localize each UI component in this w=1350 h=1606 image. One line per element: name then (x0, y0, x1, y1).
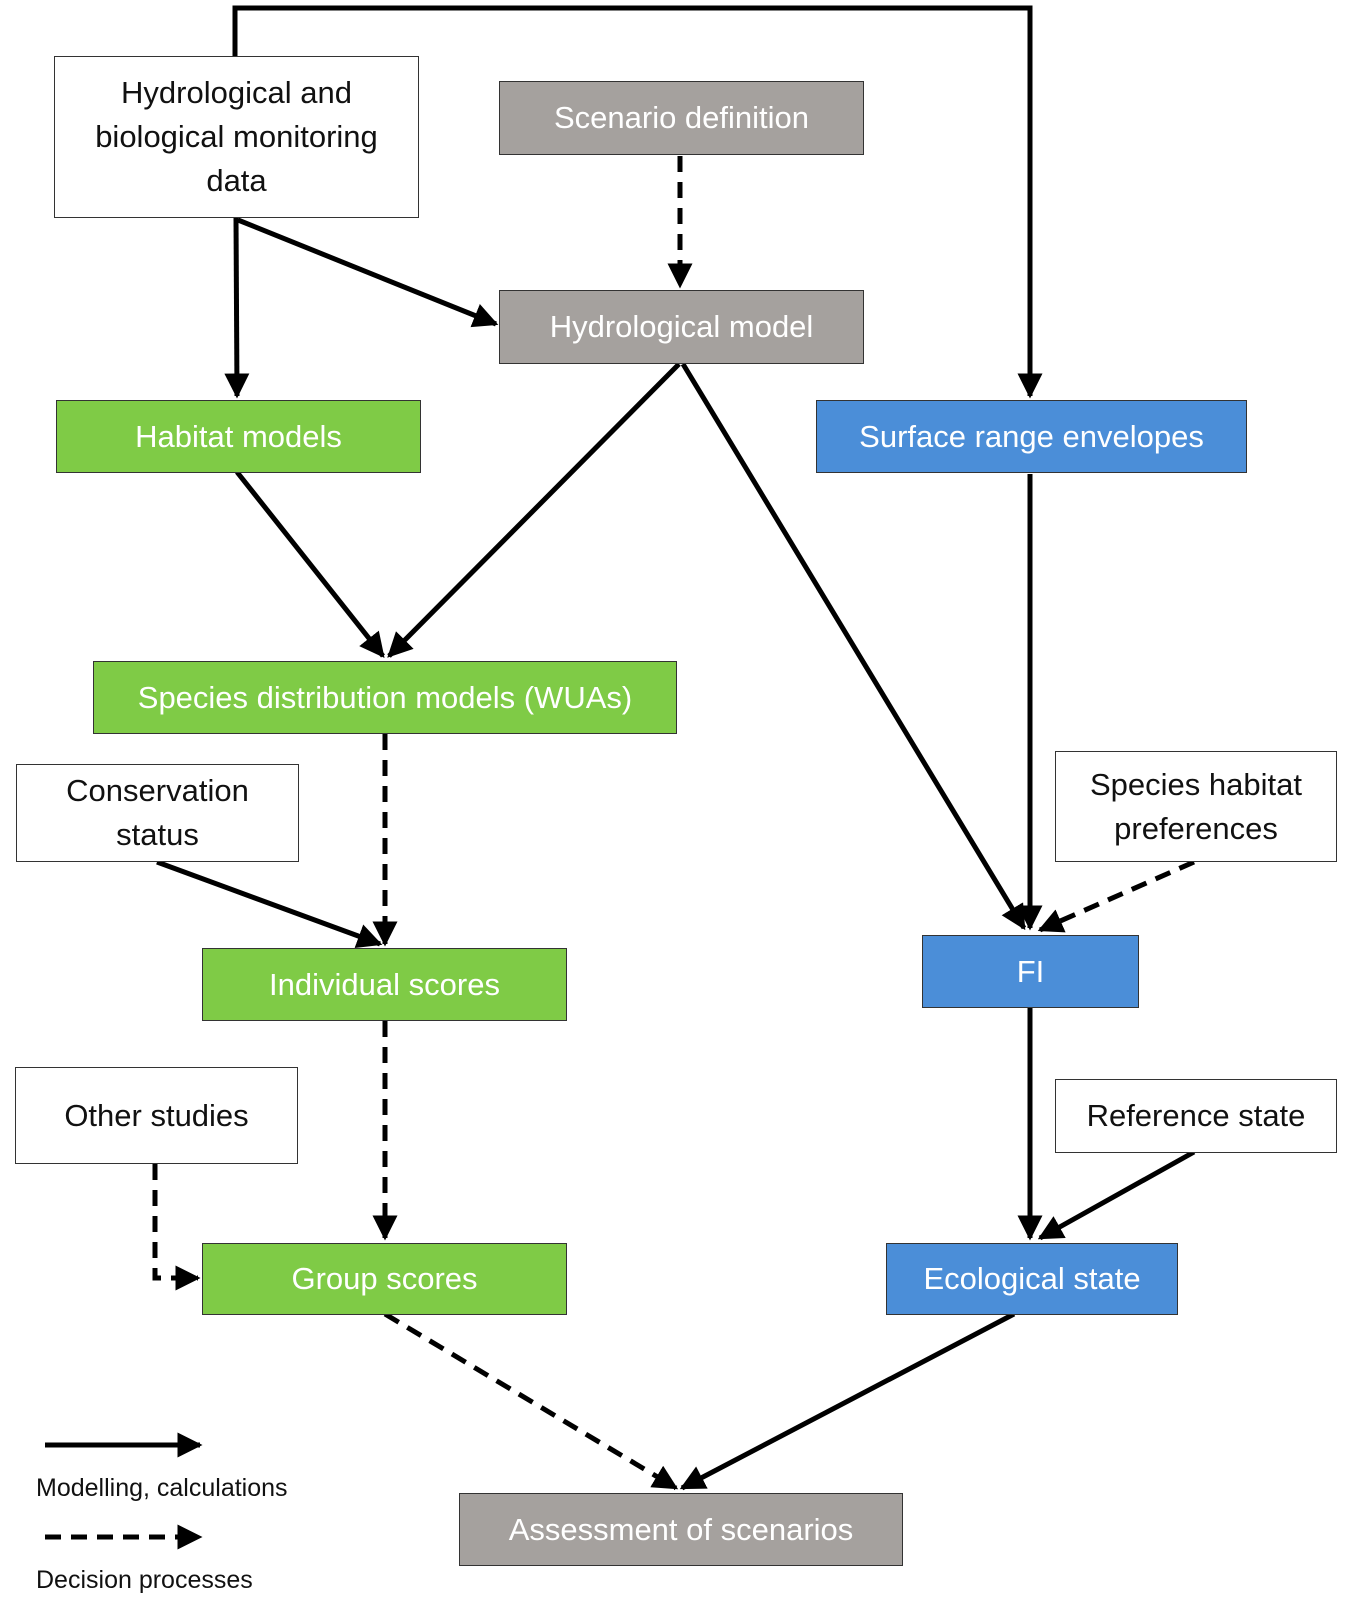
box-species-distribution-models: Species distribution models (WUAs) (93, 661, 677, 734)
box-ecological-state: Ecological state (886, 1243, 1178, 1315)
arrow-preferences-to-fi (1037, 859, 1196, 933)
arrow-group-to-assessment (383, 1311, 679, 1491)
box-fi: FI (922, 935, 1139, 1008)
box-reference-state-label: Reference state (1086, 1098, 1306, 1133)
legend-solid-label: Modelling, calculations (36, 1474, 288, 1502)
box-conservation-status: Conservation status (16, 764, 299, 862)
box-assessment-of-scenarios: Assessment of scenarios (459, 1493, 903, 1566)
box-group-scores: Group scores (202, 1243, 567, 1315)
box-surface-range-envelopes: Surface range envelopes (816, 400, 1247, 473)
box-hydrological-model-label: Hydrological model (549, 309, 814, 344)
box-individual-scores: Individual scores (202, 948, 567, 1021)
box-habitat-models: Habitat models (56, 400, 421, 473)
box-other-studies: Other studies (15, 1067, 298, 1164)
box-monitoring-data-label: Hydrological and biological monitoring d… (95, 75, 378, 198)
box-scenario-definition: Scenario definition (499, 81, 864, 155)
box-species-habitat-preferences: Species habitat preferences (1055, 751, 1337, 862)
arrow-monitoring-to-hydro-model (237, 217, 499, 328)
box-other-studies-label: Other studies (64, 1097, 249, 1133)
legend-dashed-label: Decision processes (36, 1566, 253, 1594)
box-conservation-status-label: Conservation status (66, 773, 249, 852)
box-hydrological-model: Hydrological model (499, 290, 864, 364)
box-assessment-of-scenarios-label: Assessment of scenarios (508, 1511, 854, 1547)
box-group-scores-label: Group scores (291, 1261, 478, 1296)
box-monitoring-data: Hydrological and biological monitoring d… (54, 56, 419, 218)
arrow-hydro-model-to-fi (680, 362, 1027, 931)
box-ecological-state-label: Ecological state (923, 1261, 1141, 1296)
box-fi-label: FI (1016, 953, 1045, 989)
box-species-distribution-models-label: Species distribution models (WUAs) (137, 679, 633, 715)
arrow-conservation-to-individual (156, 859, 383, 948)
box-surface-range-envelopes-label: Surface range envelopes (859, 418, 1204, 454)
arrow-reference-to-ecological (1037, 1149, 1196, 1241)
arrow-other-studies-to-group (152, 1164, 201, 1291)
box-habitat-models-label: Habitat models (135, 418, 342, 454)
box-scenario-definition-label: Scenario definition (553, 100, 810, 135)
arrow-monitoring-to-surface-range (232, 5, 1043, 399)
arrow-hydro-model-to-sdm (387, 362, 681, 658)
arrow-habitat-to-sdm (235, 470, 385, 658)
box-individual-scores-label: Individual scores (269, 966, 500, 1002)
box-reference-state: Reference state (1055, 1079, 1337, 1153)
box-species-habitat-preferences-label: Species habitat preferences (1090, 766, 1302, 846)
arrow-ecological-to-assessment (679, 1311, 1016, 1491)
arrow-monitoring-to-habitat (224, 217, 250, 399)
